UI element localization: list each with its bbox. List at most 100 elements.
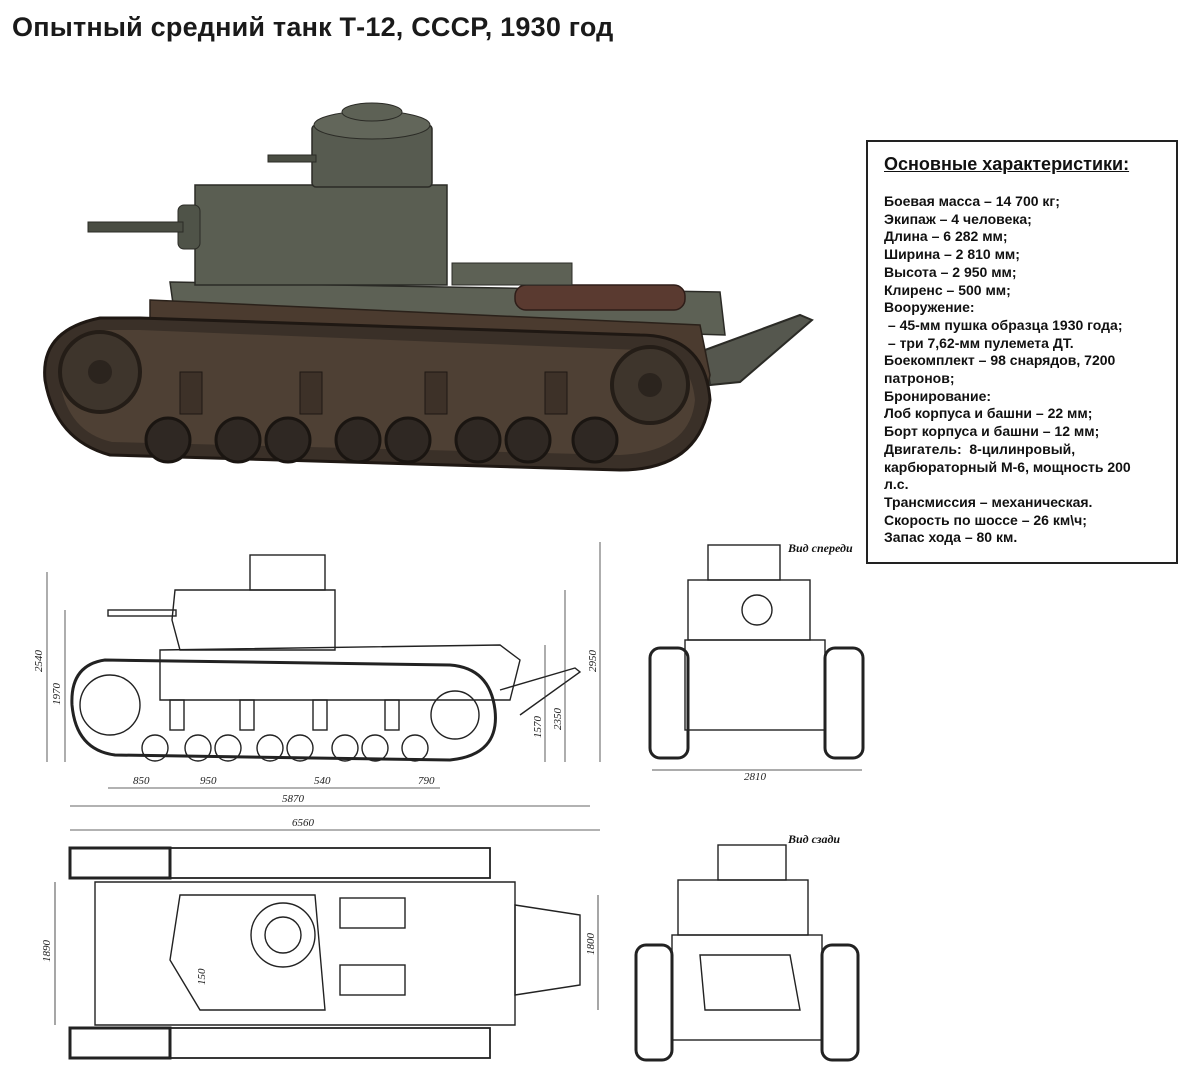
- spec-line: патронов;: [884, 370, 955, 387]
- drawing-spring: [169, 699, 185, 731]
- top-engine-hatch: [339, 964, 406, 996]
- drawing-tail: [499, 667, 582, 716]
- drawing-spring: [384, 699, 400, 731]
- front-hull: [684, 639, 826, 731]
- spec-line: Боекомплект – 98 снарядов, 7200: [884, 352, 1116, 369]
- drawing-road-wheel: [401, 734, 429, 762]
- dim-150: 150: [196, 968, 208, 985]
- front-gun-port: [741, 594, 773, 626]
- specs-list: Боевая масса – 14 700 кг; Экипаж – 4 чел…: [884, 193, 1162, 547]
- dim-1800: 1800: [585, 933, 597, 956]
- spec-line: Боевая масса – 14 700 кг;: [884, 193, 1060, 209]
- spec-line: Борт корпуса и башни – 12 мм;: [884, 423, 1100, 440]
- front-upper-turret: [707, 544, 781, 581]
- top-right-track-rear: [169, 1027, 491, 1059]
- dim-540: 540: [314, 775, 331, 787]
- top-hatch: [264, 916, 302, 954]
- dim-2950: 2950: [587, 650, 599, 673]
- spec-line: карбюраторный М-6, мощность 200: [884, 458, 1131, 475]
- drawing-road-wheel: [331, 734, 359, 762]
- spec-line: Длина – 6 282 мм;: [884, 228, 1008, 245]
- spec-line: Двигатель: 8-цилинровый,: [884, 440, 1076, 457]
- main-turret: [194, 184, 448, 286]
- dim-850: 850: [133, 775, 150, 787]
- drawing-spring: [239, 699, 255, 731]
- spec-line: Высота – 2 950 мм;: [884, 263, 1017, 280]
- spec-line: л.с.: [884, 476, 909, 493]
- exhaust-muffler: [514, 284, 686, 311]
- spec-line: Ширина – 2 810 мм;: [884, 246, 1020, 263]
- top-upper-turret: [250, 902, 316, 968]
- drawing-road-wheel: [361, 734, 389, 762]
- top-left-track-rear: [169, 847, 491, 879]
- main-gun: [87, 221, 184, 233]
- dim-1970: 1970: [51, 683, 63, 706]
- road-wheel: [384, 416, 432, 464]
- rear-hull: [671, 934, 823, 1041]
- drawing-road-wheel: [256, 734, 284, 762]
- drawing-upper-turret: [249, 554, 326, 591]
- front-view-label: Вид спереди: [787, 541, 853, 555]
- spec-line: Запас хода – 80 км.: [884, 529, 1018, 546]
- road-wheel: [334, 416, 382, 464]
- suspension-spring: [544, 371, 568, 415]
- top-turret: [169, 894, 326, 1011]
- drawing-hull: [159, 644, 521, 701]
- idler-hub: [638, 373, 662, 397]
- rear-main-turret: [677, 879, 809, 936]
- rear-left-track: [634, 943, 674, 1062]
- tank-color-side-view: [43, 102, 814, 472]
- rear-upper-turret: [717, 844, 787, 881]
- road-wheel: [264, 416, 312, 464]
- dim-6560: 6560: [292, 817, 315, 829]
- dim-5870: 5870: [282, 793, 305, 805]
- spec-line: Клиренс – 500 мм;: [884, 281, 1011, 298]
- tank-line-side-view: [70, 554, 582, 762]
- dim-2540: 2540: [33, 650, 45, 673]
- front-main-turret: [687, 579, 811, 641]
- road-wheel: [144, 416, 192, 464]
- drawing-road-wheel: [141, 734, 169, 762]
- suspension-spring: [299, 371, 323, 415]
- sprocket-hub: [88, 360, 112, 384]
- front-left-track: [648, 646, 690, 760]
- drawing-idler: [430, 690, 480, 740]
- tank-rear-view: [634, 844, 860, 1062]
- drawing-main-gun: [107, 609, 177, 617]
- top-left-track-front: [68, 846, 172, 880]
- rear-plate: [699, 954, 801, 1011]
- spec-line: Лоб корпуса и башни – 22 мм;: [884, 405, 1093, 422]
- front-right-track: [823, 646, 865, 760]
- drawing-spring: [312, 699, 328, 731]
- engine-deck: [451, 262, 573, 286]
- dim-790: 790: [418, 775, 435, 787]
- drawing-road-wheel: [286, 734, 314, 762]
- spec-line: – три 7,62-мм пулемета ДТ.: [884, 334, 1074, 351]
- spec-line: Скорость по шоссе – 26 км\ч;: [884, 511, 1087, 528]
- top-right-track-front: [68, 1026, 172, 1060]
- specs-panel: Основные характеристики: Боевая масса – …: [866, 140, 1178, 564]
- dim-2350: 2350: [552, 708, 564, 731]
- drawing-track: [70, 658, 497, 762]
- side-dimension-lines: [46, 542, 601, 831]
- tank-top-view: [54, 846, 599, 1060]
- turret-machine-gun: [267, 154, 317, 163]
- specs-heading: Основные характеристики:: [884, 154, 1130, 174]
- tank-front-view: [648, 544, 865, 771]
- spec-line: Трансмиссия – механическая.: [884, 493, 1093, 510]
- rear-view-label: Вид сзади: [787, 832, 840, 846]
- top-tail: [514, 904, 581, 996]
- spec-line: – 45-мм пушка образца 1930 года;: [884, 316, 1123, 333]
- drawing-road-wheel: [214, 734, 242, 762]
- drawing-road-wheel: [184, 734, 212, 762]
- road-wheel: [214, 416, 262, 464]
- road-wheel: [504, 416, 552, 464]
- top-engine-hatch: [339, 897, 406, 929]
- dim-1570: 1570: [532, 716, 544, 739]
- dim-950: 950: [200, 775, 217, 787]
- page-title: Опытный средний танк Т-12, СССР, 1930 го…: [12, 12, 614, 42]
- spec-line: Вооружение:: [884, 299, 975, 316]
- drawing-sprocket: [79, 674, 141, 736]
- spec-line: Экипаж – 4 человека;: [884, 210, 1032, 227]
